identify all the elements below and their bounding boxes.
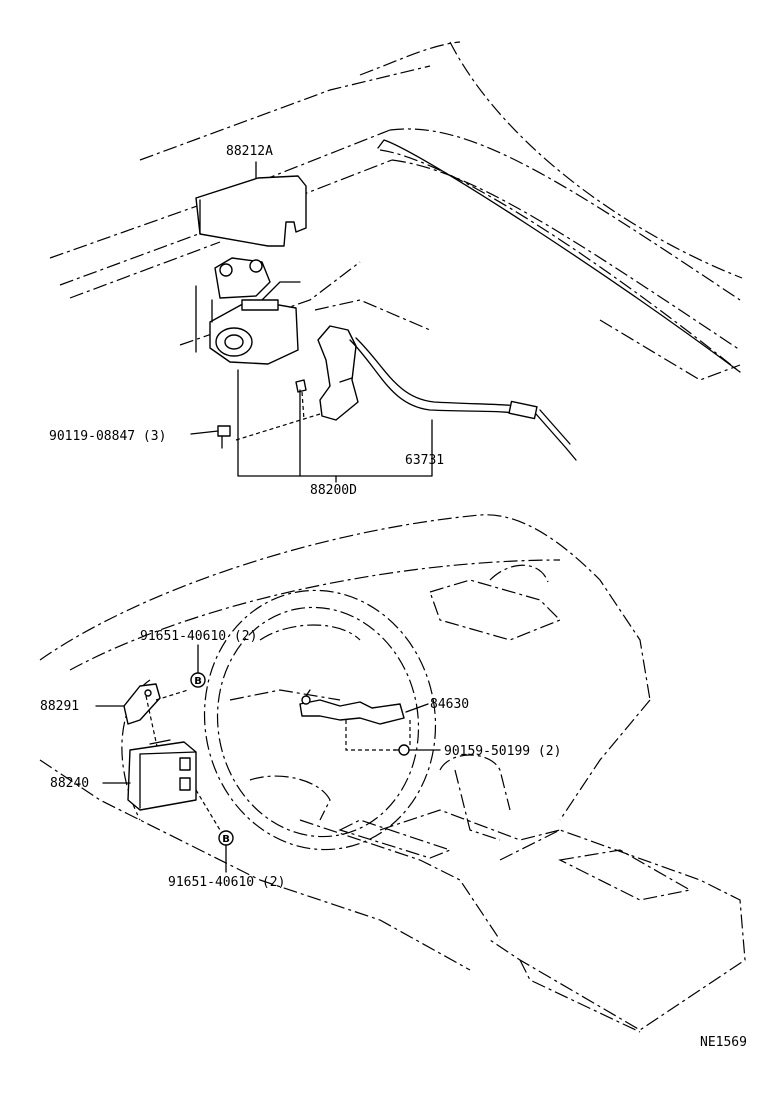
cowl-rail — [377, 139, 741, 373]
ecu-screw-guide — [195, 789, 221, 831]
label-cable: 63731 — [405, 453, 444, 468]
label-cover: 88212A — [226, 144, 273, 159]
cruise-switch[interactable] — [299, 689, 411, 751]
screw-b-lower[interactable]: B — [218, 830, 234, 846]
screw-90159[interactable] — [393, 744, 410, 756]
bracket-88291[interactable] — [123, 683, 189, 761]
b-mark-upper: B — [194, 676, 202, 687]
switch-leader — [405, 703, 429, 713]
screw-b-upper[interactable]: B — [190, 672, 206, 688]
engine-bay-outline — [49, 41, 743, 381]
bolt-90119[interactable] — [217, 413, 321, 449]
label-actuator-assy: 88200D — [310, 483, 357, 498]
cruise-ecu[interactable] — [127, 739, 197, 811]
assy-bracket-leader — [237, 369, 433, 477]
clip[interactable] — [295, 379, 307, 421]
figure-code: NE1569 — [700, 1035, 747, 1050]
label-screw-upper: 91651-40610 (2) — [140, 629, 257, 644]
label-ecu: 88240 — [50, 776, 89, 791]
label-switch: 84630 — [430, 697, 469, 712]
label-screw-switch: 90159-50199 (2) — [444, 744, 561, 759]
b-mark-lower: B — [222, 834, 230, 845]
label-bolt-top: 90119-08847 (3) — [49, 429, 166, 444]
control-cable[interactable] — [349, 337, 577, 461]
actuator-cover[interactable] — [195, 175, 307, 247]
label-screw-lower: 91651-40610 (2) — [168, 875, 285, 890]
actuator-bracket[interactable] — [317, 325, 359, 421]
steering-wheel — [203, 589, 437, 851]
label-bracket: 88291 — [40, 699, 79, 714]
bolt-leader — [190, 430, 219, 435]
cruise-actuator[interactable] — [195, 257, 301, 365]
